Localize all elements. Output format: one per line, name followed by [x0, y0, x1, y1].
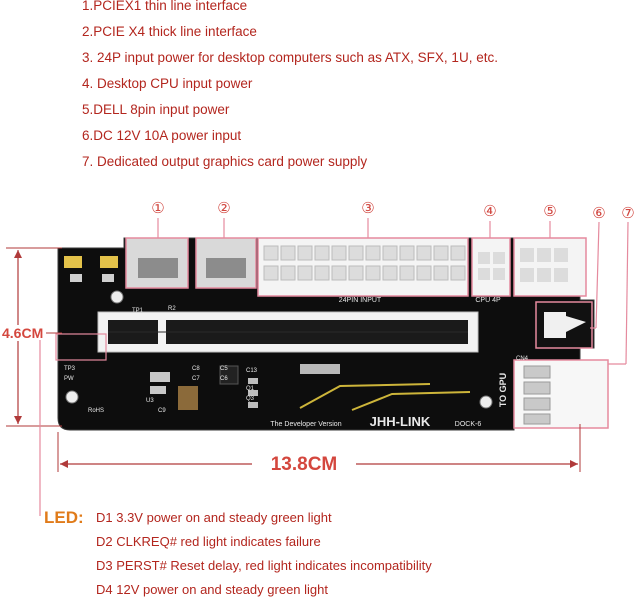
q3-label: Q3 — [246, 396, 255, 402]
u3-label: U3 — [146, 398, 154, 404]
led-item-d3: D3 PERST# Reset delay, red light indicat… — [96, 558, 432, 573]
connector-cpu-4p — [471, 237, 511, 297]
marker-7: ⑦ — [608, 204, 635, 365]
marker-4: ④ — [483, 202, 497, 238]
version-label: The Developer Version — [270, 421, 341, 428]
marker-3: ③ — [361, 199, 375, 238]
feature-item-6: 6.DC 12V 10A power input — [82, 128, 242, 143]
cn4-label: CN4 — [516, 356, 529, 362]
feature-list: 1.PCIEX1 thin line interface 2.PCIE X4 t… — [82, 0, 498, 180]
q1-label: Q1 — [246, 386, 255, 392]
pw-label: PW — [64, 376, 74, 382]
mount-hole-right — [479, 395, 493, 409]
led-item-d2: D2 CLKREQ# red light indicates failure — [96, 534, 321, 549]
label-cpu-4p: CPU 4P — [475, 297, 501, 304]
marker-1: ① — [151, 199, 165, 238]
r2-label: R2 — [168, 306, 176, 312]
marker-2: ② — [217, 199, 231, 238]
feature-item-3: 3. 24P input power for desktop computers… — [82, 50, 498, 65]
led-item-d4: D4 12V power on and steady green light — [96, 582, 328, 597]
c7-label: C7 — [192, 376, 200, 382]
width-dimension: 13.8CM — [57, 424, 581, 475]
height-dimension: 4.6CM — [0, 247, 62, 427]
svg-text:④: ④ — [483, 202, 496, 220]
mount-hole-left-top — [110, 290, 124, 304]
svg-text:①: ① — [151, 199, 164, 217]
c5-label: C5 — [220, 366, 228, 372]
svg-text:②: ② — [217, 199, 230, 217]
mount-hole-left-bottom — [65, 390, 79, 404]
feature-item-5: 5.DELL 8pin input power — [82, 102, 230, 117]
marker-6: ⑥ — [590, 204, 606, 329]
c9-label: C9 — [158, 408, 166, 414]
brand-label: JHH-LINK — [370, 414, 431, 429]
model-label: DOCK-6 — [455, 421, 482, 428]
connector-dell-8pin — [513, 237, 587, 297]
svg-text:③: ③ — [361, 199, 374, 217]
c6-label: C6 — [220, 376, 228, 382]
width-label: 13.8CM — [271, 454, 338, 475]
tp1-label: TP1 — [132, 308, 144, 314]
yellow-switch-1 — [64, 256, 82, 268]
yellow-switch-2 — [100, 256, 118, 268]
c13-label: C13 — [246, 368, 258, 374]
feature-item-4: 4. Desktop CPU input power — [82, 76, 253, 91]
led-list: D1 3.3V power on and steady green light … — [96, 510, 432, 606]
pins-24pin — [263, 245, 466, 281]
height-label: 4.6CM — [2, 325, 43, 341]
svg-text:⑤: ⑤ — [543, 202, 556, 220]
feature-item-1: 1.PCIEX1 thin line interface — [82, 0, 248, 13]
svg-text:⑦: ⑦ — [621, 204, 634, 222]
feature-item-7: 7. Dedicated output graphics card power … — [82, 154, 368, 169]
label-to-gpu: TO GPU — [498, 373, 508, 407]
rohs-label: RoHS — [88, 408, 104, 414]
marker-5: ⑤ — [543, 202, 557, 238]
c8-label: C8 — [192, 366, 200, 372]
led-title: LED: — [44, 508, 84, 527]
svg-text:⑥: ⑥ — [592, 204, 605, 222]
feature-item-2: 2.PCIE X4 thick line interface — [82, 24, 257, 39]
led-indicator-box — [55, 333, 107, 361]
led-item-d1: D1 3.3V power on and steady green light — [96, 510, 332, 525]
tp3-label: TP3 — [64, 366, 76, 372]
label-24pin-input: 24PIN INPUT — [339, 297, 382, 304]
